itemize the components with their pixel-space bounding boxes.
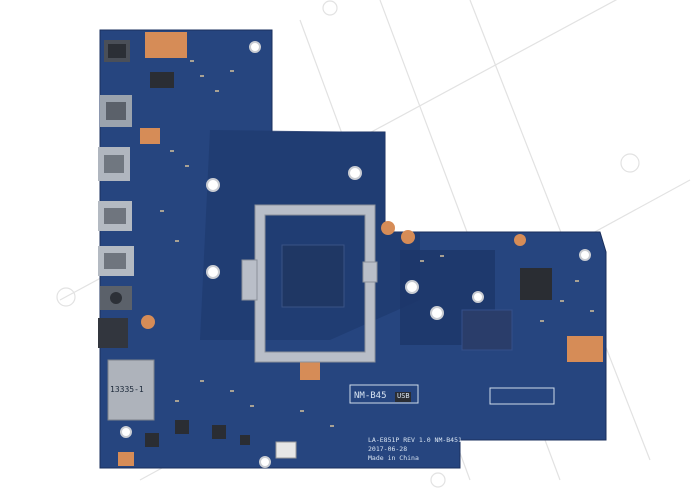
usb-label: USB: [397, 392, 410, 400]
silkscreen-box: [349, 384, 419, 404]
power-connector: [98, 318, 128, 348]
ic-chip: [461, 309, 513, 351]
cpu-socket: [241, 204, 378, 363]
copper-pads: [118, 32, 603, 466]
cpu-die-area: [281, 244, 345, 308]
ic-chip: [150, 72, 174, 88]
silkscreen-box: [489, 387, 555, 405]
board-origin-label: Made in China: [368, 454, 419, 462]
io-ports: 13335-1: [98, 40, 155, 421]
sd-card-slot: [107, 359, 155, 421]
smd-components: [160, 60, 594, 427]
pcb-dark-region: [200, 130, 420, 340]
ic-chip: [175, 420, 189, 434]
board-date-label: 2017-06-28: [368, 445, 407, 453]
fan-connector: [275, 441, 297, 459]
ic-chip: [240, 435, 250, 445]
ic-chips: [145, 72, 552, 459]
ic-chip: [395, 392, 411, 402]
ic-chip: [520, 268, 552, 300]
board-rev-label: LA-E851P REV 1.0 NM-B451: [368, 436, 462, 444]
mounting-holes: [120, 41, 591, 468]
ic-chip: [212, 425, 226, 439]
card-slot-label: 13335-1: [110, 385, 144, 394]
ic-chip: [145, 433, 159, 447]
board-model-label: NM-B45: [354, 391, 387, 401]
